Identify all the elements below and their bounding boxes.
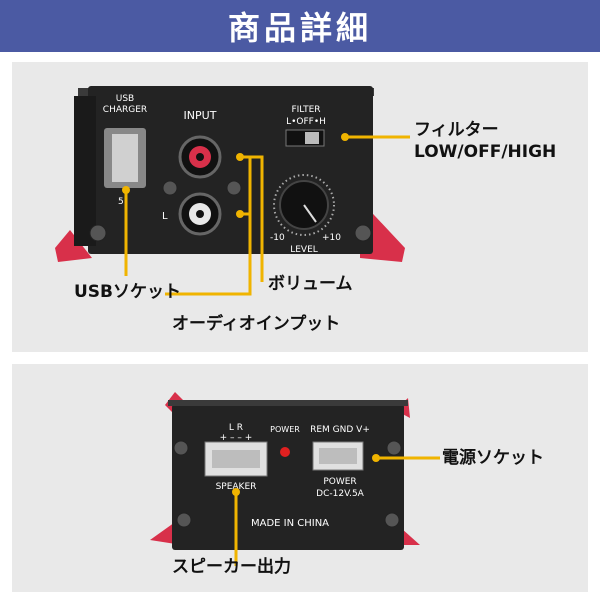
screw-icon xyxy=(89,224,107,242)
page-title: 商品詳細 xyxy=(227,9,372,47)
callout-lines-top xyxy=(124,135,410,296)
callout-dots-top xyxy=(122,133,349,218)
screw-icon xyxy=(226,180,242,196)
filter-callout-line1: フィルター xyxy=(414,120,499,140)
level-max: +10 xyxy=(322,233,341,243)
channel-left-label: L xyxy=(162,211,168,222)
made-in-label: MADE IN CHINA xyxy=(251,518,329,529)
volume-scale xyxy=(273,174,335,236)
top-device-side xyxy=(74,96,96,246)
usb-side-mark: 5 xyxy=(118,197,124,207)
header-banner: 商品詳細 xyxy=(0,0,600,52)
power-led-icon xyxy=(280,447,290,457)
power-socket-callout: 電源ソケット xyxy=(442,448,544,468)
bottom-device-front-plate xyxy=(172,404,404,550)
red-fin-left xyxy=(55,230,92,262)
speaker-channels: L R xyxy=(229,423,243,433)
filter-switch-knob xyxy=(305,132,319,144)
screw-icon xyxy=(173,440,189,456)
usb-label-1: USB xyxy=(116,94,134,104)
power-label: POWER xyxy=(323,477,356,487)
callout-dots-bottom xyxy=(232,454,380,496)
screw-icon xyxy=(176,512,192,528)
usb-callout: USBソケット xyxy=(74,282,182,302)
filter-positions: L•OFF•H xyxy=(286,117,326,127)
power-led-label: POWER xyxy=(270,425,300,434)
level-label: LEVEL xyxy=(290,245,318,255)
power-spec: DC-12V.5A xyxy=(316,489,364,499)
screw-icon xyxy=(384,512,400,528)
screw-icon xyxy=(386,440,402,456)
audio-input-callout: オーディオインプット xyxy=(172,314,341,334)
power-terminal-labels: REM GND V+ xyxy=(310,425,370,435)
filter-label: FILTER xyxy=(291,105,320,115)
speaker-label: SPEAKER xyxy=(216,482,257,492)
volume-callout: ボリューム xyxy=(268,274,353,294)
input-label: INPUT xyxy=(184,109,217,122)
level-min: -10 xyxy=(270,233,285,243)
callout-lines-bottom xyxy=(234,456,440,566)
screw-icon xyxy=(354,224,372,242)
speaker-output-callout: スピーカー出力 xyxy=(172,557,291,577)
screw-icon xyxy=(162,180,178,196)
filter-callout-line2: LOW/OFF/HIGH xyxy=(414,142,557,162)
speaker-polarity: + – – + xyxy=(220,433,253,443)
usb-socket-inner xyxy=(112,134,138,182)
usb-label-2: CHARGER xyxy=(103,105,147,115)
